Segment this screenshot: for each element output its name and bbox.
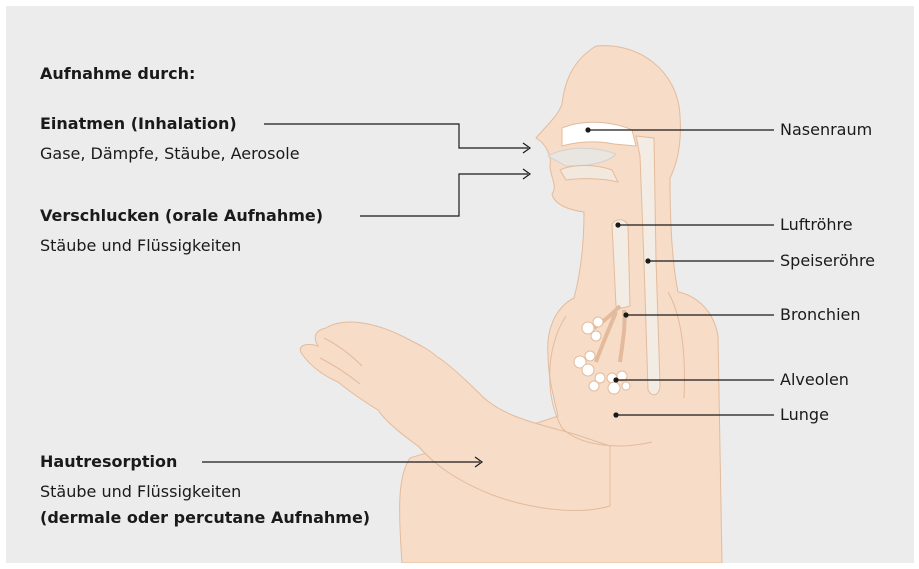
ingestion-detail: Stäube und Flüssigkeiten xyxy=(40,236,241,256)
inhalation-detail: Gase, Dämpfe, Stäube, Aerosole xyxy=(40,144,300,164)
skin-title: Hautresorption xyxy=(40,452,177,472)
intake-heading: Aufnahme durch: xyxy=(40,64,195,84)
label-nasal-cavity: Nasenraum xyxy=(780,120,872,140)
label-lung: Lunge xyxy=(780,405,829,425)
skin-detail: Stäube und Flüssigkeiten xyxy=(40,482,241,502)
body-illustration xyxy=(6,6,914,563)
ingestion-title: Verschlucken (orale Aufnahme) xyxy=(40,206,323,226)
label-trachea: Luftröhre xyxy=(780,215,853,235)
diagram-canvas: Aufnahme durch: Einatmen (Inhalation) Ga… xyxy=(6,6,914,563)
inhalation-title: Einatmen (Inhalation) xyxy=(40,114,237,134)
skin-note: (dermale oder percutane Aufnahme) xyxy=(40,508,370,528)
label-esophagus: Speiseröhre xyxy=(780,251,875,271)
label-bronchi: Bronchien xyxy=(780,305,861,325)
label-alveoli: Alveolen xyxy=(780,370,849,390)
